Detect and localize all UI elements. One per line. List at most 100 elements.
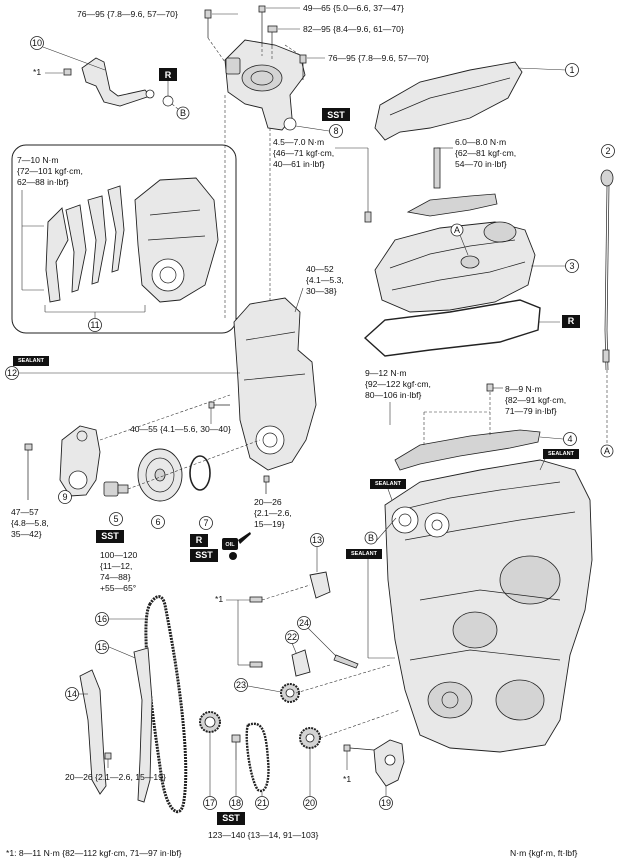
- oil-pump-sprocket-20: [299, 727, 321, 749]
- water-pipe: [81, 57, 174, 107]
- engine-block: [384, 459, 593, 753]
- chain-guide-15: [133, 647, 153, 803]
- chain-guide-14: [79, 669, 107, 795]
- head-gasket-strip: [394, 429, 541, 471]
- torque-label-8b: {4.1—5.3,: [306, 275, 344, 285]
- letter-a-2: A: [604, 446, 610, 456]
- torque-label-6c: 40—61 in·lbf}: [273, 159, 325, 169]
- letter-b-2: B: [368, 533, 374, 543]
- cylinder-head-cover: [374, 221, 536, 313]
- letter-b-1: B: [180, 108, 186, 118]
- sealant-tag-2: SEALANT: [548, 451, 575, 457]
- callout-8: 8: [333, 126, 338, 136]
- chain-tensioner-13: [309, 571, 331, 599]
- torque-label-12c: 35—42}: [11, 529, 42, 539]
- torque-label-5a: 7—10 N·m: [17, 155, 59, 165]
- callout-21: 21: [257, 798, 267, 808]
- torque-label-10a: 8—9 N·m: [505, 384, 542, 394]
- callout-14: 14: [67, 689, 77, 699]
- callout-13: 13: [312, 535, 322, 545]
- footnote: *1: 8—11 N·m {82—112 kgf·cm, 71—97 in·lb…: [6, 848, 182, 858]
- torque-label-13c: 15—19}: [254, 519, 285, 529]
- chain-guide-22: [291, 649, 311, 677]
- callout-10: 10: [32, 38, 42, 48]
- sprocket-23: [280, 683, 300, 703]
- torque-label-4: 76—95 {7.8—9.6, 57—70}: [328, 53, 429, 63]
- torque-label-9c: 80—106 in·lbf}: [365, 390, 422, 400]
- torque-label-14b: {11—12,: [100, 561, 132, 571]
- star1-label-a: *1: [33, 67, 41, 77]
- torque-label-9a: 9—12 N·m: [365, 368, 407, 378]
- callout-16: 16: [97, 614, 107, 624]
- callout-2: 2: [605, 146, 610, 156]
- sst-tag-4: SST: [222, 813, 240, 823]
- timing-cover-detail: [134, 177, 219, 303]
- torque-label-8c: 30—38}: [306, 286, 337, 296]
- torque-label-13b: {2.1—2.6,: [254, 508, 292, 518]
- callout-22: 22: [287, 632, 297, 642]
- oil-pump-bracket: [224, 39, 306, 131]
- letter-a-1: A: [454, 225, 460, 235]
- callout-24: 24: [299, 618, 309, 628]
- torque-label-5c: 62—88 in·lbf}: [17, 177, 69, 187]
- sealant-tag-3: SEALANT: [375, 481, 402, 487]
- sealant-tag-1: SEALANT: [18, 358, 45, 364]
- torque-label-7a: 6.0—8.0 N·m: [455, 137, 506, 147]
- torque-label-9b: {92—122 kgf·cm,: [365, 379, 431, 389]
- units-note: N·m {kgf·m, ft·lbf}: [510, 848, 577, 858]
- torque-label-14c: 74—88}: [100, 572, 131, 582]
- sst-tag-1: SST: [327, 110, 345, 120]
- crankshaft-pulley: [137, 448, 183, 502]
- callout-4: 4: [567, 434, 572, 444]
- callout-9: 9: [62, 492, 67, 502]
- r-tag-2: R: [568, 316, 575, 326]
- star1-label-b: *1: [215, 594, 223, 604]
- torque-label-7b: {62—81 kgf·cm,: [455, 148, 516, 158]
- callout-12: 12: [7, 368, 17, 378]
- callout-15: 15: [97, 642, 107, 652]
- torque-label-10b: {82—91 kgf·cm,: [505, 395, 566, 405]
- torque-label-7c: 54—70 in·lbf}: [455, 159, 507, 169]
- callout-23: 23: [236, 680, 246, 690]
- torque-label-6a: 4.5—7.0 N·m: [273, 137, 324, 147]
- torque-label-2: 49—65 {5.0—6.6, 37—47}: [303, 3, 404, 13]
- oil-can-icon: [222, 532, 251, 560]
- torque-label-3: 82—95 {8.4—9.6, 61—70}: [303, 24, 404, 34]
- oil-tag: OIL: [225, 542, 235, 548]
- dipstick: [600, 169, 614, 371]
- callout-11: 11: [90, 320, 99, 330]
- r-tag-1: R: [165, 70, 172, 80]
- engine-cover: [374, 61, 523, 141]
- callout-20: 20: [305, 798, 315, 808]
- torque-label-11: 40—55 {4.1—5.6, 30—40}: [130, 424, 231, 434]
- callout-6: 6: [155, 517, 160, 527]
- bolts-top: [204, 5, 307, 80]
- torque-label-14d: +55—65°: [100, 583, 136, 593]
- crank-sprocket-17: [199, 711, 221, 733]
- oil-pump-chain-21: [245, 722, 270, 793]
- torque-label-12a: 47—57: [11, 507, 39, 517]
- torque-label-8a: 40—52: [306, 264, 334, 274]
- timing-cover-seal-strips: [45, 185, 125, 303]
- sst-tag-2: SST: [101, 531, 119, 541]
- crankshaft-bolt: [103, 481, 129, 497]
- torque-label-10c: 71—79 in·lbf}: [505, 406, 557, 416]
- torque-label-1: 76—95 {7.8—9.6, 57—70}: [77, 9, 178, 19]
- callout-17: 17: [205, 798, 215, 808]
- torque-label-13a: 20—26: [254, 497, 282, 507]
- sealant-tag-4: SEALANT: [351, 551, 378, 557]
- torque-label-16: 123—140 {13—14, 91—103}: [208, 830, 319, 840]
- callout-1: 1: [569, 65, 574, 75]
- callout-18: 18: [231, 798, 241, 808]
- timing-chain-cover: [233, 297, 317, 471]
- callout-3: 3: [569, 261, 574, 271]
- star1-label-c: *1: [343, 774, 351, 784]
- torque-label-15: 20—26 {2.1—2.6, 15—19}: [65, 772, 166, 782]
- torque-label-14a: 100—120: [100, 550, 137, 560]
- torque-label-6b: {46—71 kgf·cm,: [273, 148, 334, 158]
- torque-label-5b: {72—101 kgf·cm,: [17, 166, 83, 176]
- callout-5: 5: [113, 514, 118, 524]
- sst-tag-3: SST: [195, 550, 213, 560]
- chain-tensioner-9: [59, 425, 101, 497]
